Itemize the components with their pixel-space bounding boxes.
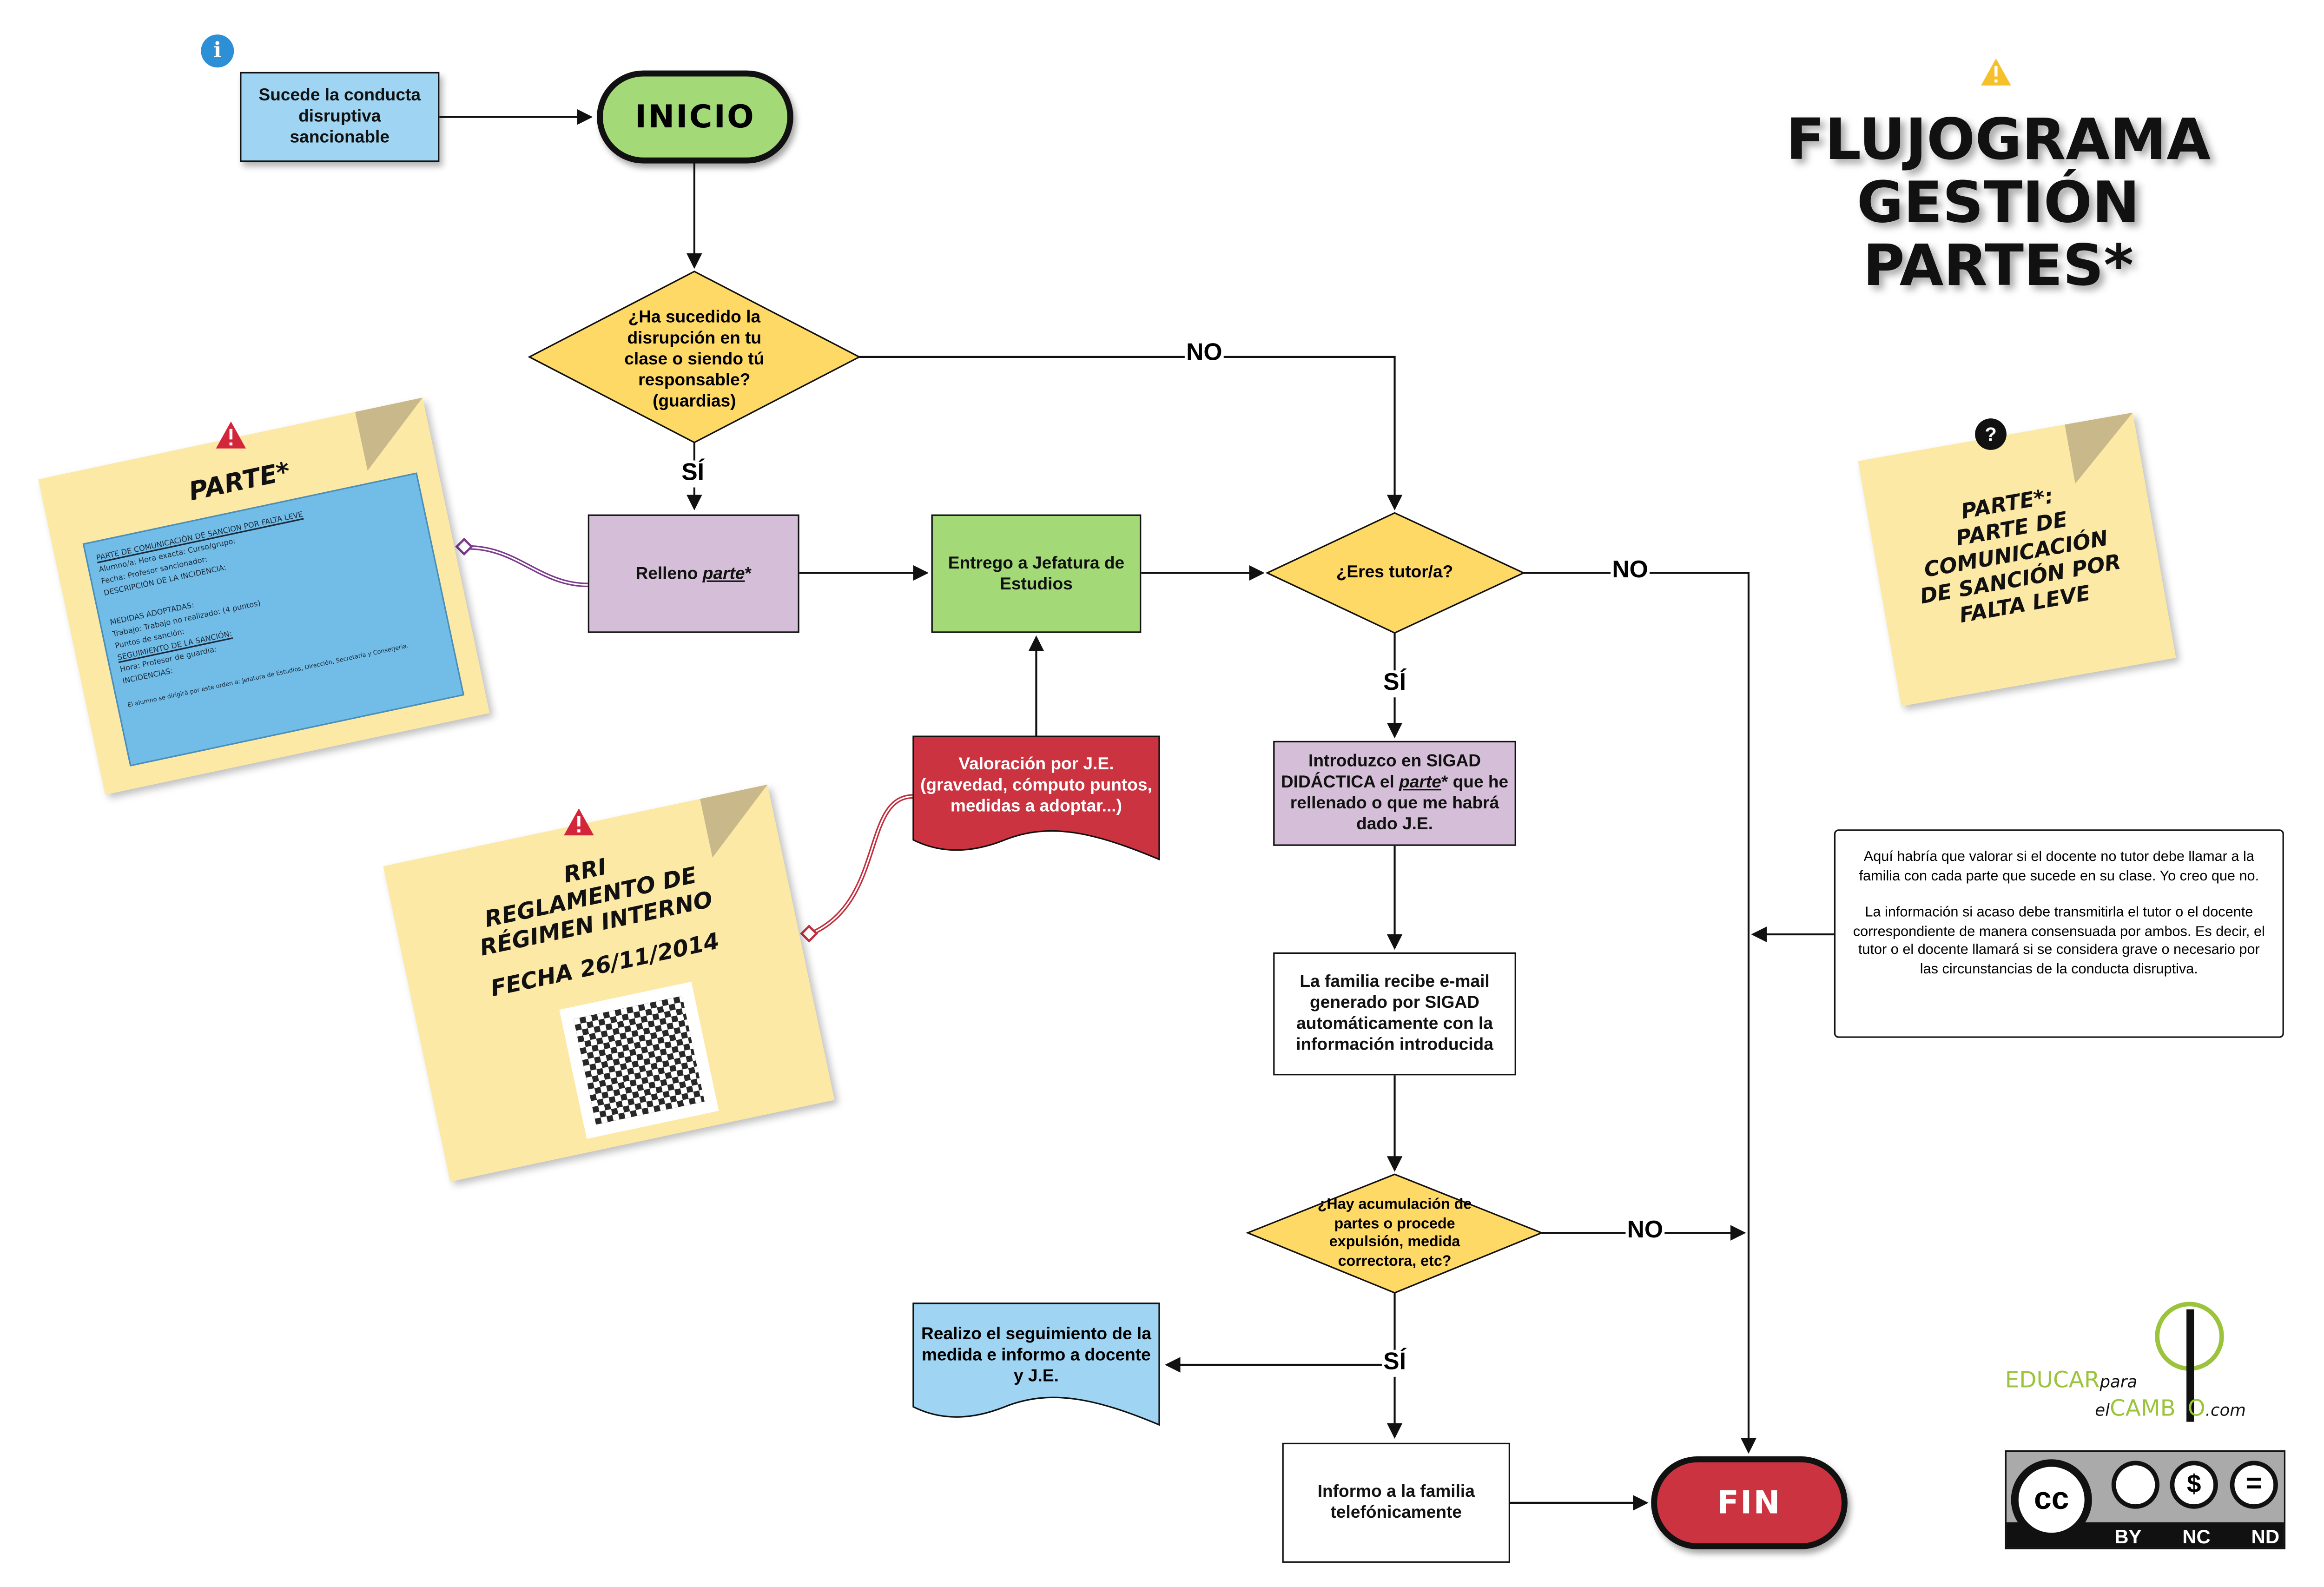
warning-icon	[564, 808, 594, 836]
decision-q3-shape	[1246, 1173, 1544, 1294]
warning-icon	[1981, 58, 2011, 86]
fin-terminal[interactable]: FIN	[1651, 1456, 1848, 1549]
edge-label-si3: SÍ	[1381, 1349, 1408, 1377]
question-icon: ?	[1975, 418, 2007, 450]
realizo-shape	[912, 1303, 1160, 1426]
valoracion-shape	[912, 735, 1160, 861]
relleno-text: Relleno parte*	[635, 564, 752, 583]
info-icon: i	[201, 34, 234, 68]
relleno-parte-box[interactable]: Relleno parte*	[588, 514, 799, 633]
by-icon	[2111, 1461, 2160, 1509]
informo-box[interactable]: Informo a la familia telefónicamente	[1282, 1442, 1510, 1563]
decision-q2-text[interactable]: ¿Eres tutor/a?	[1336, 564, 1453, 582]
cc-icon: cc	[2011, 1459, 2092, 1541]
edge-label-si1: SÍ	[680, 460, 706, 488]
decision-q1-text[interactable]: ¿Ha sucedido la disrupción en tu clase o…	[624, 309, 765, 411]
entrego-box[interactable]: Entrego a Jefatura de Estudios	[931, 514, 1142, 633]
parte-link[interactable]: parte	[702, 564, 745, 583]
parte-link[interactable]: parte	[1399, 774, 1441, 792]
qr-code[interactable]	[559, 981, 719, 1139]
edge-label-no1: NO	[1184, 340, 1224, 368]
edge-label-no2: NO	[1611, 558, 1650, 585]
valoracion-text[interactable]: Valoración por J.E. (gravedad, cómputo p…	[920, 756, 1152, 816]
warning-icon	[216, 421, 246, 449]
nd-icon: =	[2230, 1461, 2278, 1509]
decision-q2-shape	[1265, 512, 1525, 634]
edge-q1-no	[859, 356, 1403, 510]
edge-label-no3: NO	[1625, 1217, 1665, 1245]
decision-q1-shape	[528, 271, 861, 443]
introduzco-text: Introduzco en SIGAD DIDÁCTICA el parte* …	[1281, 753, 1509, 834]
comment-p1: Aquí habría que valorar si el docente no…	[1859, 849, 2259, 884]
realizo-text[interactable]: Realizo el seguimiento de la medida e in…	[921, 1326, 1151, 1386]
introduzco-box[interactable]: Introduzco en SIGAD DIDÁCTICA el parte* …	[1273, 741, 1516, 846]
comment-p2: La información si acaso debe transmitirl…	[1853, 904, 2265, 977]
link-valoracion-rri	[812, 794, 914, 935]
edge-q2-no	[1524, 572, 1756, 1454]
decision-q3-text[interactable]: ¿Hay acumulación de partes o procede exp…	[1317, 1197, 1472, 1270]
nc-icon: $	[2170, 1461, 2218, 1509]
inicio-terminal[interactable]: INICIO	[597, 70, 793, 164]
edge-label-si2: SÍ	[1381, 670, 1408, 698]
start-event-box[interactable]: Sucede la conducta disruptiva sancionabl…	[240, 72, 440, 162]
familia-email-box[interactable]: La familia recibe e-mail generado por SI…	[1273, 952, 1516, 1076]
comment-note: Aquí habría que valorar si el docente no…	[1834, 829, 2284, 1038]
